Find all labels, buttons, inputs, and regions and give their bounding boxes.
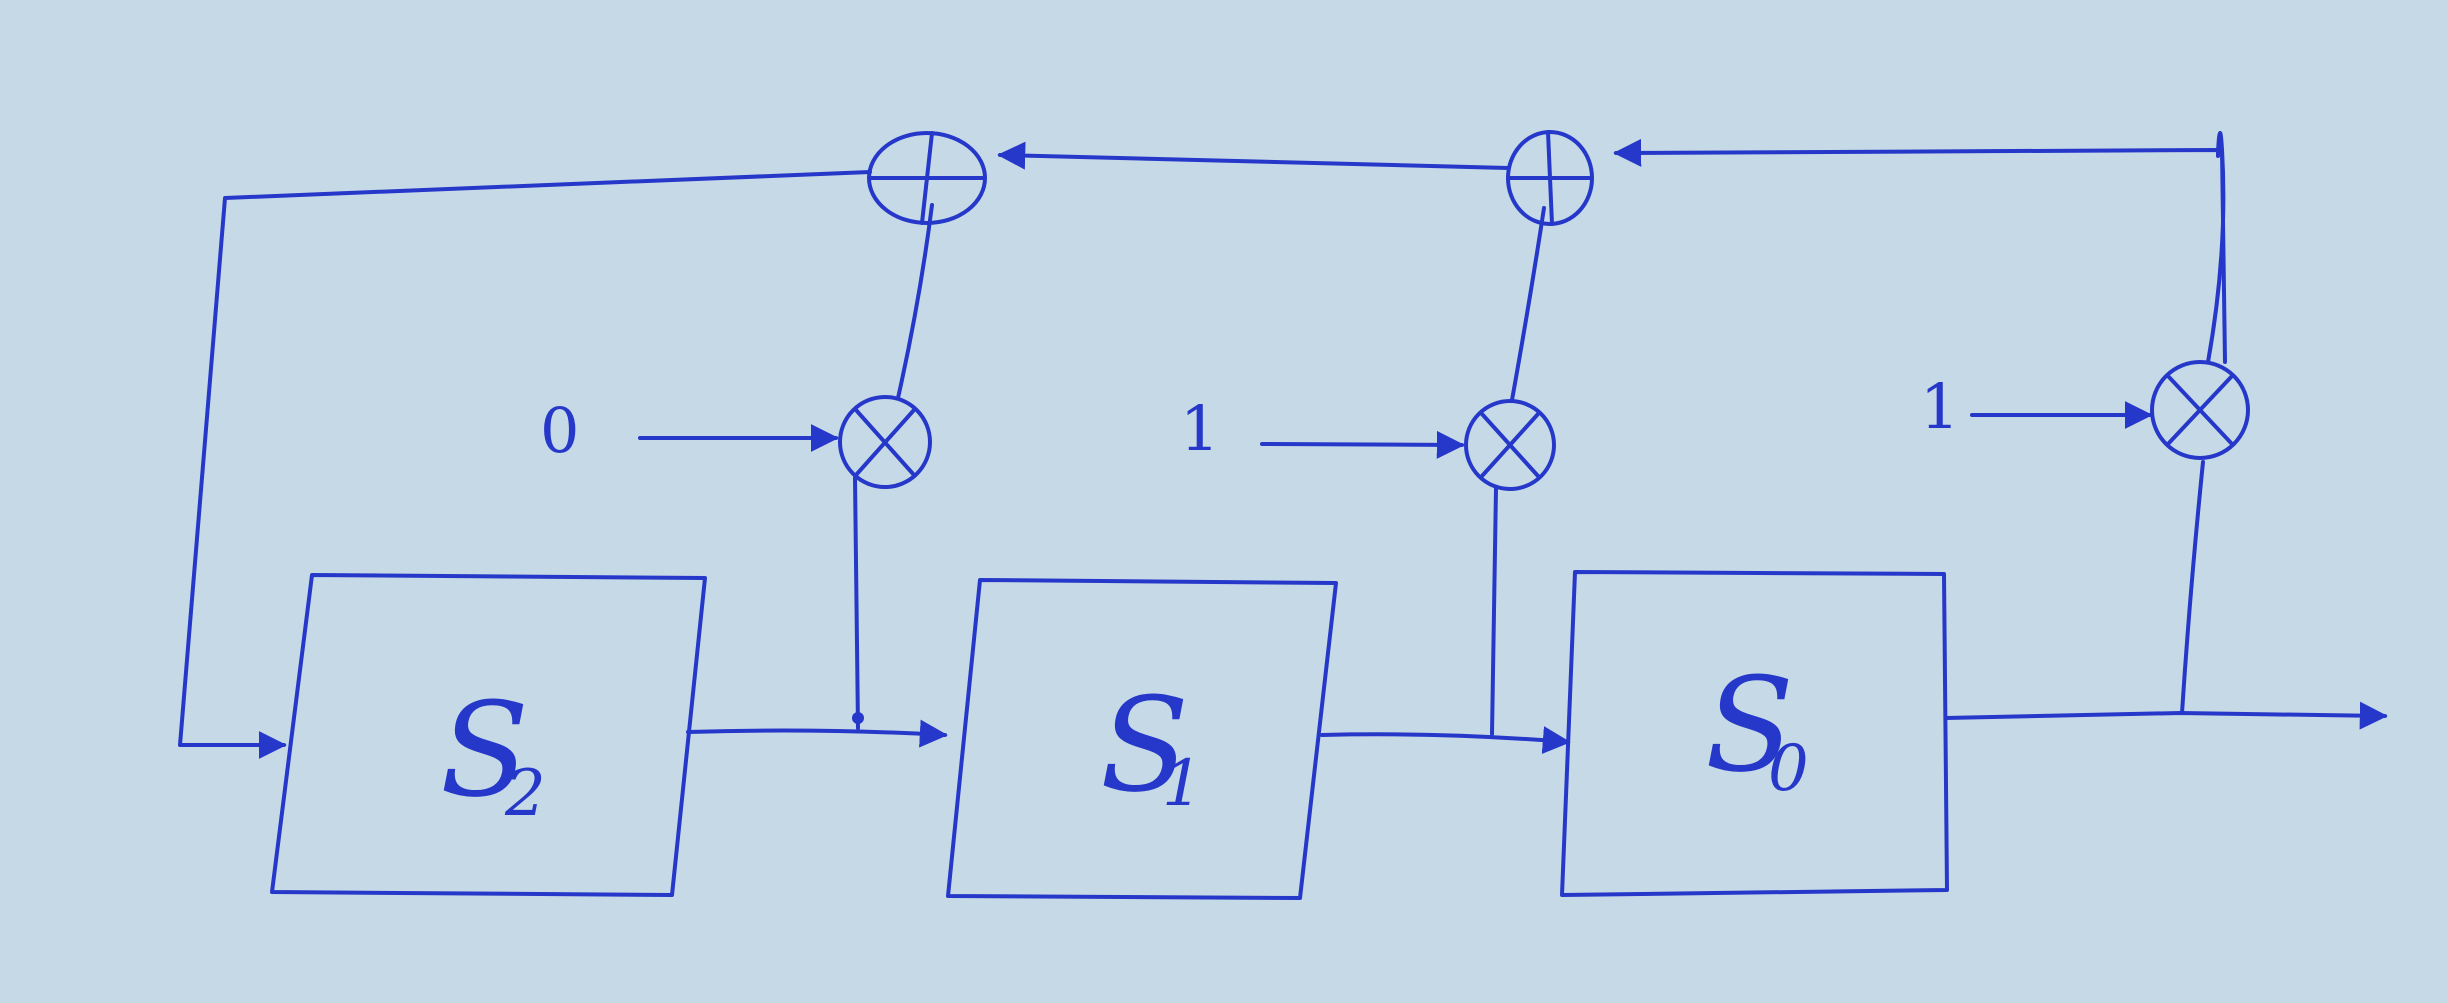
tap-wire-2 [1490, 486, 1498, 736]
tap-junction-1 [852, 712, 864, 724]
register-s2: S 2 [270, 573, 707, 897]
wire-s2-to-s1 [686, 719, 948, 748]
adder-2 [1506, 130, 1594, 226]
wire-s1-to-s0 [1320, 726, 1571, 754]
multiplier-2 [1464, 399, 1556, 491]
wire-output [1944, 701, 2388, 730]
register-s1-subscript: 1 [1162, 747, 1203, 821]
multiplier-3 [2150, 360, 2250, 460]
tap-wire-3 [2180, 460, 2205, 715]
register-s2-symbol: S [440, 674, 529, 826]
register-s1: S 1 [946, 578, 1338, 900]
tap-wire-1 [853, 476, 860, 730]
product-wire-2 [1510, 206, 1546, 402]
register-s0-symbol: S [1705, 649, 1794, 801]
feedback-wire-right [1613, 138, 2227, 364]
register-s2-subscript: 2 [504, 757, 546, 831]
feedback-wire-adder-1-to-s2 [178, 170, 872, 759]
feedback-wire-adder-2-to-adder-1 [997, 141, 1510, 170]
register-s0: S 0 [1560, 570, 1949, 897]
coefficient-2: 1 [1180, 392, 1219, 465]
adder-1 [867, 131, 987, 225]
coefficient-arrow-2 [1260, 430, 1465, 459]
product-wire-1 [896, 203, 934, 400]
register-s0-subscript: 0 [1768, 732, 1809, 806]
coefficient-3: 1 [1920, 370, 1959, 443]
register-s1-symbol: S [1100, 669, 1189, 821]
multiplier-1 [838, 395, 932, 489]
coefficient-1: 0 [540, 394, 579, 467]
